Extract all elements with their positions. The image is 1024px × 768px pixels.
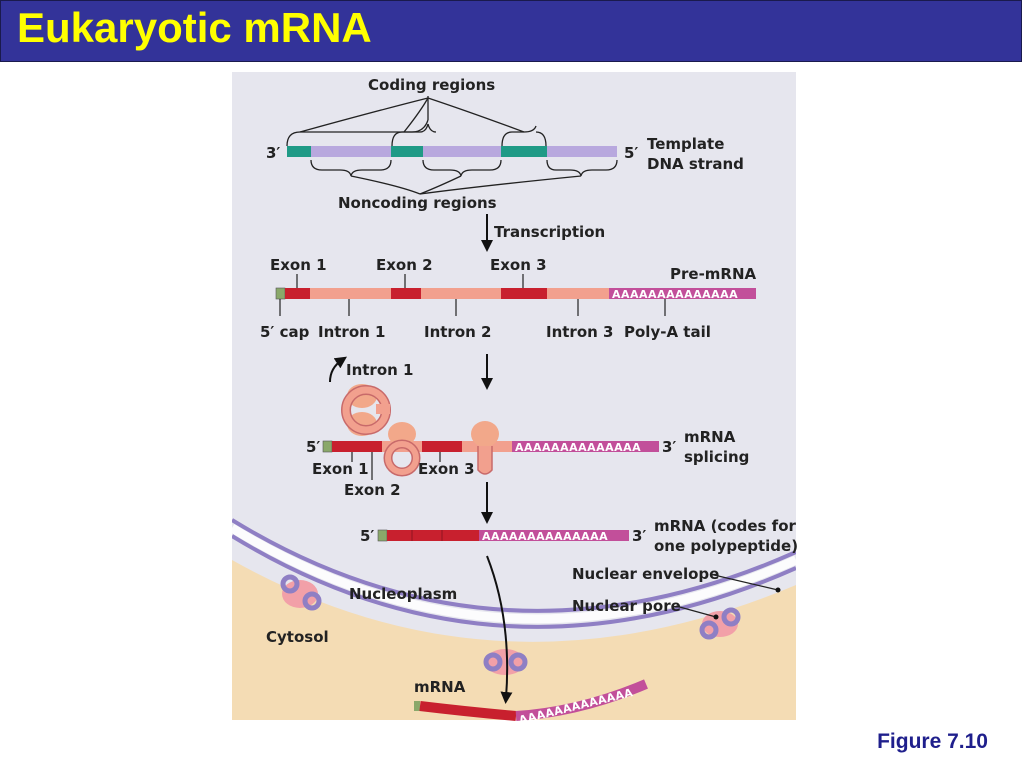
- nuclear-envelope-inner: [232, 518, 796, 613]
- figure-label: Figure 7.10: [877, 730, 988, 753]
- nuclear-envelope-pointer-dot: [775, 587, 781, 593]
- splicing-exon3-label: Exon 3: [418, 460, 475, 478]
- spliceosome-intron3: [471, 421, 499, 475]
- template-label-line1: Template: [647, 135, 724, 153]
- nuclear-pore-center: [483, 649, 528, 675]
- dna-3-prime-end: 3′: [266, 144, 280, 162]
- cytosol-region: [232, 560, 796, 720]
- coding-regions-label: Coding regions: [368, 76, 495, 94]
- pre-mrna-strand: [275, 287, 756, 300]
- pre-mrna-polya-text: AAAAAAAAAAAAAA: [612, 288, 738, 301]
- mature-mrna-label-line2: one polypeptide): [654, 537, 798, 555]
- polya-tail-label: Poly-A tail: [624, 323, 711, 341]
- excised-intron1-label: Intron 1: [346, 361, 413, 379]
- nuclear-pore-right: [699, 607, 741, 640]
- noncoding-regions-label: Noncoding regions: [338, 194, 497, 212]
- mature-polya-text: AAAAAAAAAAAAAA: [482, 530, 608, 543]
- exported-mrna-label: mRNA: [414, 678, 466, 696]
- nuclear-pore-pointer-dot: [713, 614, 719, 620]
- template-label-line2: DNA strand: [647, 155, 744, 173]
- splicing-5-prime-end: 5′: [306, 438, 320, 456]
- envelope-lumen: [232, 524, 796, 624]
- exported-mrna-strand: [414, 679, 648, 721]
- mature-mrna-strand: [377, 529, 629, 542]
- spliceosome-intron2: [383, 422, 421, 477]
- nuclear-pore-left: [280, 574, 322, 611]
- coding-region-braces: [286, 96, 547, 147]
- dna-5-prime-end: 5′: [624, 144, 638, 162]
- nuclear-pore-label: Nuclear pore: [572, 597, 681, 615]
- excised-intron-lariat: [341, 384, 391, 436]
- splicing-label-line2: splicing: [684, 448, 749, 466]
- intron1-label: Intron 1: [318, 323, 385, 341]
- template-dna-strand: [287, 146, 617, 157]
- nucleoplasm-label: Nucleoplasm: [349, 585, 457, 603]
- noncoding-region-braces: [310, 159, 618, 195]
- splicing-label-line1: mRNA: [684, 428, 736, 446]
- splicing-exon1-label: Exon 1: [312, 460, 369, 478]
- intron-removal-arrow: [329, 356, 347, 383]
- export-arrow: [486, 555, 513, 704]
- intron2-label: Intron 2: [424, 323, 491, 341]
- title-bar: Eukaryotic mRNA: [0, 0, 1022, 62]
- slide-title: Eukaryotic mRNA: [17, 4, 372, 51]
- mature-3-prime-end: 3′: [632, 527, 646, 545]
- pre-mrna-label: Pre-mRNA: [670, 265, 757, 283]
- pre-mrna-exon2-label: Exon 2: [376, 256, 433, 274]
- mature-5-prime-end: 5′: [360, 527, 374, 545]
- cytosol-label: Cytosol: [266, 628, 329, 646]
- nuclear-envelope-label: Nuclear envelope: [572, 565, 719, 583]
- splicing-exon2-label: Exon 2: [344, 481, 401, 499]
- intron3-label: Intron 3: [546, 323, 613, 341]
- splicing-exon-ticks: [351, 452, 441, 480]
- five-prime-cap-label: 5′ cap: [260, 323, 310, 341]
- nuclear-pore-pointer: [675, 605, 717, 618]
- splicing-polya-text: AAAAAAAAAAAAAA: [515, 441, 641, 454]
- pre-mrna-region-ticks: [279, 299, 666, 316]
- pre-mrna-exon1-label: Exon 1: [270, 256, 327, 274]
- transcription-label: Transcription: [494, 223, 605, 241]
- mature-mrna-label-line1: mRNA (codes for: [654, 517, 797, 535]
- pre-mrna-label-ticks: [296, 274, 524, 288]
- nuclear-envelope-pointer: [713, 574, 779, 591]
- splicing-3-prime-end: 3′: [662, 438, 676, 456]
- pre-mrna-exon3-label: Exon 3: [490, 256, 547, 274]
- nuclear-envelope-outer: [232, 534, 796, 629]
